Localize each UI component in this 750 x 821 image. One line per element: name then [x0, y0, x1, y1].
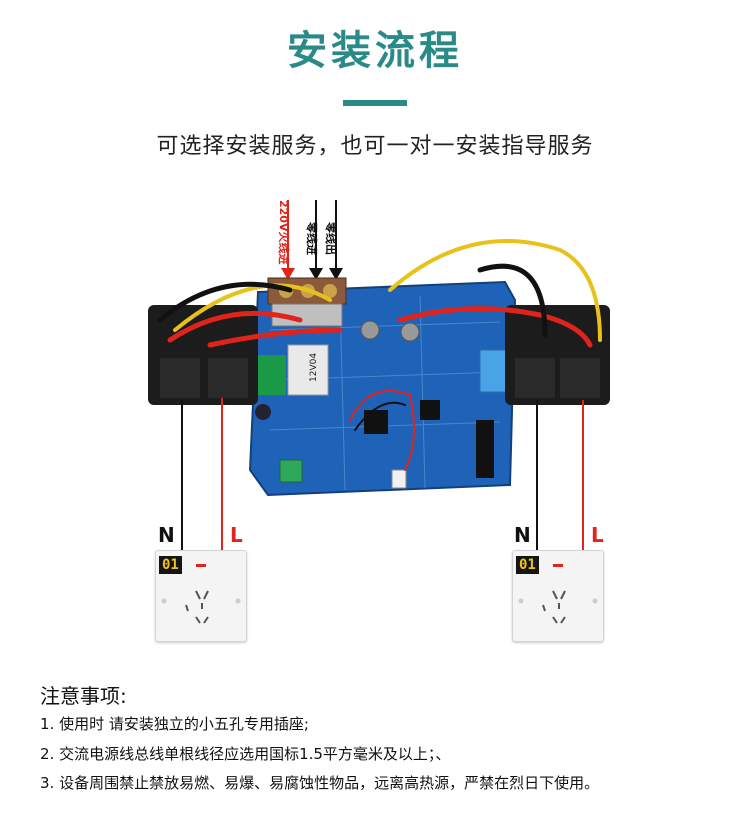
left-l-label: L — [230, 523, 243, 547]
screw — [360, 320, 380, 340]
page-title: 安装流程 — [287, 28, 463, 74]
circuit-board: 12V04 — [248, 280, 517, 497]
outlet-holes-icon — [161, 590, 241, 624]
terminal-block — [279, 459, 303, 483]
connector — [391, 469, 407, 489]
outlet-holes-icon — [518, 590, 598, 624]
right-housing — [505, 305, 610, 405]
screw — [400, 322, 420, 342]
input-terminal — [267, 277, 347, 327]
right-l-label: L — [591, 523, 604, 547]
chip — [364, 410, 388, 434]
internal-wires — [157, 239, 602, 471]
relay-module — [287, 344, 329, 396]
notes-title: 注意事项: — [40, 684, 127, 708]
right-n-label: N — [514, 523, 531, 547]
left-n-label: N — [158, 523, 175, 547]
label-neutral-in: 零线进 — [305, 221, 319, 255]
left-wall-socket: 01 — [155, 550, 247, 642]
indicator-dash — [553, 564, 563, 567]
left-housing — [148, 305, 258, 405]
transformer — [258, 355, 286, 395]
page-subtitle: 可选择安装服务，也可一对一安装指导服务 — [156, 134, 594, 159]
note-item-3: 3. 设备周围禁止禁放易燃、易爆、易腐蚀性物品，远离高热源，严禁在烈日下使用。 — [40, 774, 600, 792]
socket-number-badge: 01 — [516, 556, 539, 574]
board-label: 12V04 — [309, 353, 319, 382]
pin-header — [476, 420, 494, 478]
title-underline — [343, 100, 407, 106]
socket-wires — [181, 398, 584, 550]
label-live-in: 220V火线进 — [277, 200, 291, 264]
right-wall-socket: 01 — [512, 550, 604, 642]
note-item-2: 2. 交流电源线总线单根线径应选用国标1.5平方毫米及以上；、 — [40, 745, 451, 763]
socket-number-badge: 01 — [159, 556, 182, 574]
capacitor — [255, 404, 271, 420]
note-item-1: 1. 使用时 请安装独立的小五孔专用插座; — [40, 715, 309, 733]
incoming-wires — [281, 200, 343, 280]
chip — [420, 400, 440, 420]
label-neutral-out: 零线出 — [324, 221, 338, 255]
indicator-dash — [196, 564, 206, 567]
